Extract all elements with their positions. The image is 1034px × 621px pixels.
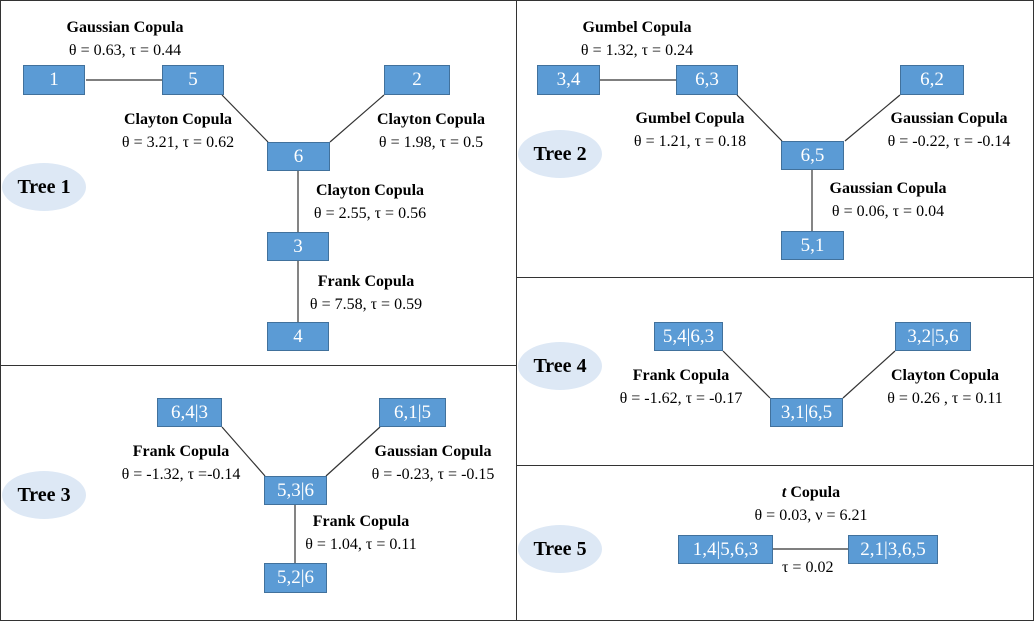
copula-params: θ = 1.21, τ = 0.18	[633, 133, 747, 150]
edge-t1-5-6	[221, 94, 269, 143]
copula-params: θ = 1.32, τ = 0.24	[580, 42, 694, 59]
panel-tree-1	[0, 0, 517, 366]
copula-name: Frank Copula	[312, 513, 410, 530]
t5-node-left: 1,4|5,6,3	[678, 535, 773, 564]
copula-name: Gumbel Copula	[582, 19, 692, 36]
edge-t4-3256-3165	[842, 350, 896, 399]
copula-name: Gaussian Copula	[890, 110, 1008, 127]
t4-edge-label-2: Clayton Copula θ = 0.26 , τ = 0.11	[867, 364, 1023, 410]
copula-params: θ = -0.23, τ = -0.15	[371, 466, 495, 483]
t1-node-1: 1	[23, 65, 85, 95]
copula-name: Clayton Copula	[315, 182, 425, 199]
t1-node-4: 4	[267, 322, 329, 351]
panel-tree-5	[516, 465, 1034, 621]
t5-tau: τ = 0.02	[782, 559, 834, 576]
t1-edge-label-5: Frank Copula θ = 7.58, τ = 0.59	[291, 270, 441, 316]
copula-params: θ = -1.62, τ = -0.17	[619, 390, 743, 407]
copula-name: Frank Copula	[317, 273, 415, 290]
t1-edge-label-4: Clayton Copula θ = 2.55, τ = 0.56	[295, 179, 445, 225]
t3-node-5-3-6: 5,3|6	[264, 476, 327, 505]
copula-name: Gaussian Copula	[374, 443, 492, 460]
t2-node-6-2: 6,2	[900, 65, 964, 95]
t1-node-6: 6	[267, 142, 330, 171]
t3-edge-label-3: Frank Copula θ = 1.04, τ = 0.11	[286, 510, 436, 556]
t3-node-6-1-5: 6,1|5	[379, 398, 446, 427]
copula-name: Clayton Copula	[376, 111, 486, 128]
t4-node-3-1-6-5: 3,1|6,5	[770, 398, 843, 427]
t3-node-5-2-6: 5,2|6	[264, 563, 327, 593]
t5-node-right: 2,1|3,6,5	[848, 535, 938, 564]
edge-t3-615-536	[325, 426, 381, 477]
tree-5-label: Tree 5	[518, 525, 602, 573]
tree-2-label: Tree 2	[518, 130, 602, 178]
t2-node-5-1: 5,1	[781, 231, 844, 260]
copula-params: θ = 0.26 , τ = 0.11	[887, 390, 1003, 407]
copula-params: θ = -0.22, τ = -0.14	[887, 133, 1011, 150]
t1-node-5: 5	[162, 65, 224, 95]
copula-name: Clayton Copula	[890, 367, 1000, 384]
edge-t1-2-6	[329, 94, 385, 143]
t3-edge-label-1: Frank Copula θ = -1.32, τ =-0.14	[103, 440, 259, 486]
copula-params: θ = 2.55, τ = 0.56	[313, 205, 427, 222]
edge-t2-62-65	[844, 94, 901, 142]
edge-t2-63-65	[736, 94, 783, 142]
tree-4-label: Tree 4	[518, 342, 602, 390]
copula-name: Gumbel Copula	[635, 110, 745, 127]
copula-letter: t	[781, 484, 787, 501]
t2-edge-label-3: Gaussian Copula θ = -0.22, τ = -0.14	[868, 107, 1030, 153]
copula-name: Gaussian Copula	[66, 19, 184, 36]
copula-params: θ = 0.06, τ = 0.04	[831, 203, 945, 220]
panel-tree-4	[516, 277, 1034, 466]
t1-node-3: 3	[267, 232, 329, 261]
copula-name: t Copula	[733, 481, 889, 504]
panel-tree-2	[516, 0, 1034, 278]
copula-params: θ = 7.58, τ = 0.59	[309, 296, 423, 313]
copula-name: Frank Copula	[632, 367, 730, 384]
t2-edge-label-4: Gaussian Copula θ = 0.06, τ = 0.04	[812, 177, 964, 223]
t5-edge-label: t Copula θ = 0.03, ν = 6.21	[733, 481, 889, 527]
copula-name: Gaussian Copula	[829, 180, 947, 197]
t4-node-3-2-5-6: 3,2|5,6	[895, 322, 971, 351]
t4-edge-label-1: Frank Copula θ = -1.62, τ = -0.17	[603, 364, 759, 410]
copula-params: θ = 0.03, ν = 6.21	[754, 507, 868, 524]
copula-name: Clayton Copula	[123, 111, 233, 128]
t1-edge-label-2: Clayton Copula θ = 3.21, τ = 0.62	[103, 108, 253, 154]
t1-edge-label-3: Clayton Copula θ = 1.98, τ = 0.5	[356, 108, 506, 154]
edge-t3-643-536	[221, 426, 266, 477]
t1-node-2: 2	[384, 65, 450, 95]
t2-node-6-5: 6,5	[781, 141, 844, 170]
copula-name: Frank Copula	[132, 443, 230, 460]
t1-edge-label-1: Gaussian Copula θ = 0.63, τ = 0.44	[50, 16, 200, 62]
tree-3-label: Tree 3	[2, 471, 86, 519]
t3-node-6-4-3: 6,4|3	[157, 398, 222, 427]
t2-edge-label-1: Gumbel Copula θ = 1.32, τ = 0.24	[562, 16, 712, 62]
edge-t4-5463-3165	[722, 350, 771, 399]
copula-params: θ = 0.63, τ = 0.44	[68, 42, 182, 59]
t3-edge-label-2: Gaussian Copula θ = -0.23, τ = -0.15	[355, 440, 511, 486]
copula-params: θ = -1.32, τ =-0.14	[121, 466, 241, 483]
copula-name-rest: Copula	[786, 484, 841, 501]
copula-params: θ = 1.04, τ = 0.11	[305, 536, 417, 553]
t2-node-3-4: 3,4	[537, 65, 600, 95]
tree-1-label: Tree 1	[2, 163, 86, 211]
copula-params: θ = 3.21, τ = 0.62	[121, 134, 235, 151]
copula-params: θ = 1.98, τ = 0.5	[378, 134, 484, 151]
t4-node-5-4-6-3: 5,4|6,3	[654, 322, 723, 351]
t2-edge-label-2: Gumbel Copula θ = 1.21, τ = 0.18	[615, 107, 765, 153]
t2-node-6-3: 6,3	[676, 65, 738, 95]
